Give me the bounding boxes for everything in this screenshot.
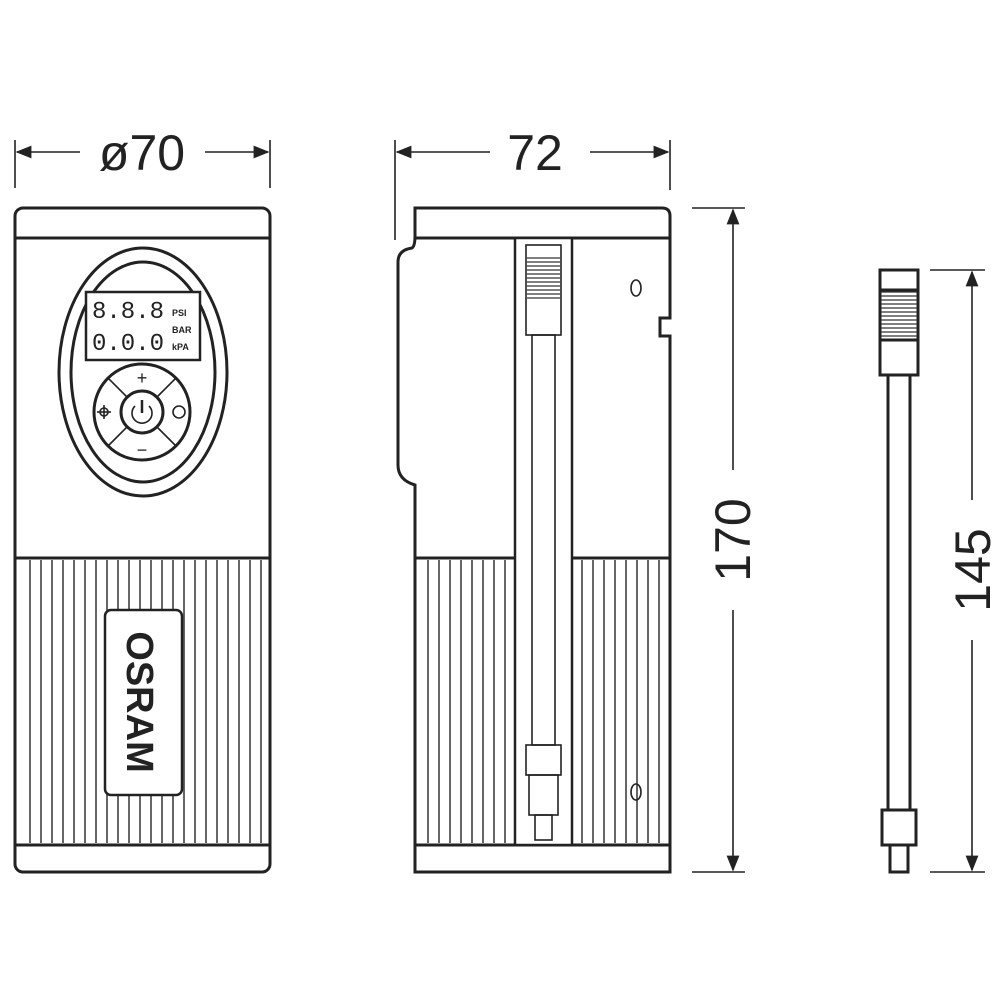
hose-view — [878, 268, 920, 874]
minus-button[interactable]: − — [137, 440, 148, 460]
lcd-top-digits: 8.8.8 — [92, 299, 164, 326]
unit-kpa: kPA — [172, 342, 189, 352]
unit-bar: BAR — [172, 325, 192, 335]
dimension-depth: 72 — [394, 125, 671, 240]
hose-channel — [513, 236, 574, 847]
power-icon — [131, 400, 153, 424]
side-view — [396, 206, 672, 874]
height-label: 170 — [705, 498, 761, 581]
cooling-fins — [427, 560, 660, 843]
diameter-label: ø70 — [99, 125, 185, 181]
front-view: OSRAM 8.8.8 0.0.0 PSI BAR kPA + − — [13, 206, 272, 874]
lcd-screen — [84, 290, 202, 362]
dimension-diameter: ø70 — [14, 125, 271, 188]
brand-logo: OSRAM — [118, 631, 160, 772]
lcd-bottom-digits: 0.0.0 — [92, 331, 164, 358]
hose-length-label: 145 — [945, 528, 1000, 611]
dimension-height: 170 — [692, 207, 761, 873]
control-pad[interactable] — [92, 362, 192, 462]
depth-label: 72 — [507, 125, 563, 181]
mode-icon[interactable] — [172, 405, 186, 419]
unit-psi: PSI — [172, 308, 187, 318]
plus-button[interactable]: + — [137, 368, 148, 388]
power-button[interactable] — [119, 389, 165, 435]
light-icon[interactable] — [97, 405, 111, 419]
logo-panel — [103, 608, 184, 797]
dimension-hose-length: 145 — [930, 269, 1000, 873]
